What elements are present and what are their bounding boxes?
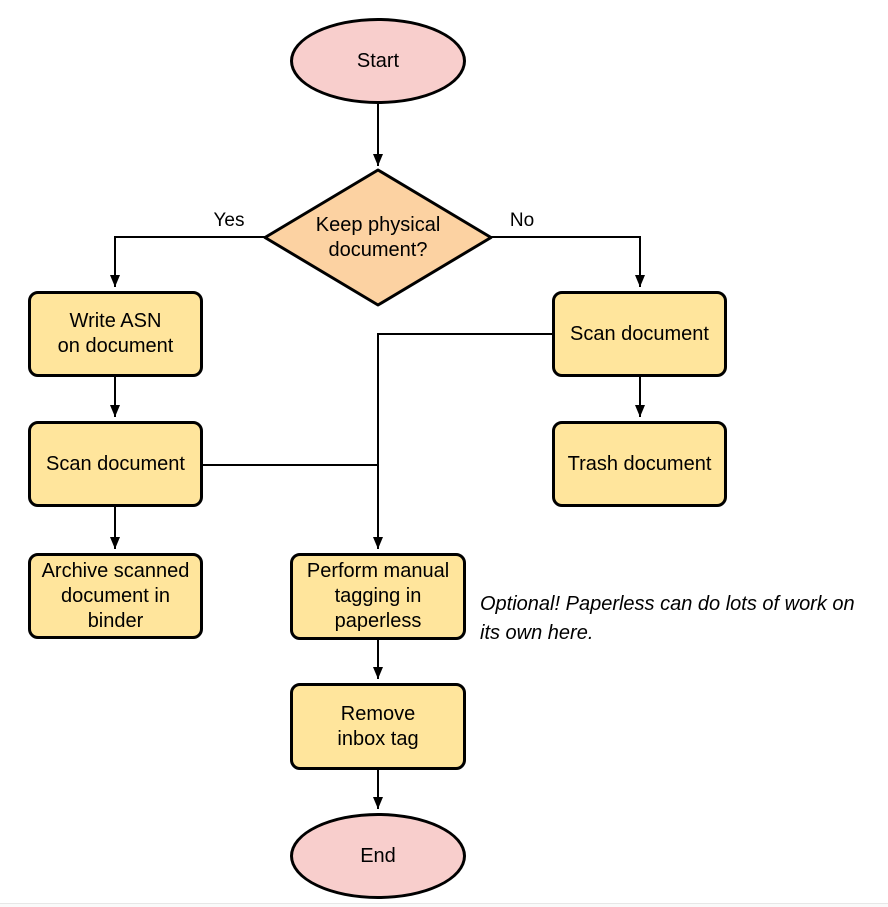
page-bottom-border bbox=[0, 903, 888, 907]
edge-decision-yes bbox=[110, 236, 265, 287]
edge-scanright-tagging bbox=[373, 333, 552, 549]
edge-label-yes: Yes bbox=[213, 210, 245, 231]
archive-binder-node: Archive scanned document in binder bbox=[28, 553, 203, 639]
scan-document-left-node: Scan document bbox=[28, 421, 203, 507]
scan-document-right-node: Scan document bbox=[552, 291, 727, 377]
decision-diamond-shape bbox=[263, 168, 493, 307]
start-node: Start bbox=[290, 18, 466, 104]
decision-node-label: Keep physical document? bbox=[315, 214, 441, 261]
write-asn-node: Write ASN on document bbox=[28, 291, 203, 377]
remove-inbox-tag-node: Remove inbox tag bbox=[290, 683, 466, 770]
manual-tagging-node: Perform manual tagging in paperless bbox=[290, 553, 466, 640]
edge-decision-no bbox=[491, 236, 645, 287]
trash-document-node: Trash document bbox=[552, 421, 727, 507]
optional-annotation-text: Optional! Paperless can do lots of work … bbox=[480, 593, 855, 644]
end-node: End bbox=[290, 813, 466, 899]
edge-label-no: No bbox=[509, 210, 535, 231]
